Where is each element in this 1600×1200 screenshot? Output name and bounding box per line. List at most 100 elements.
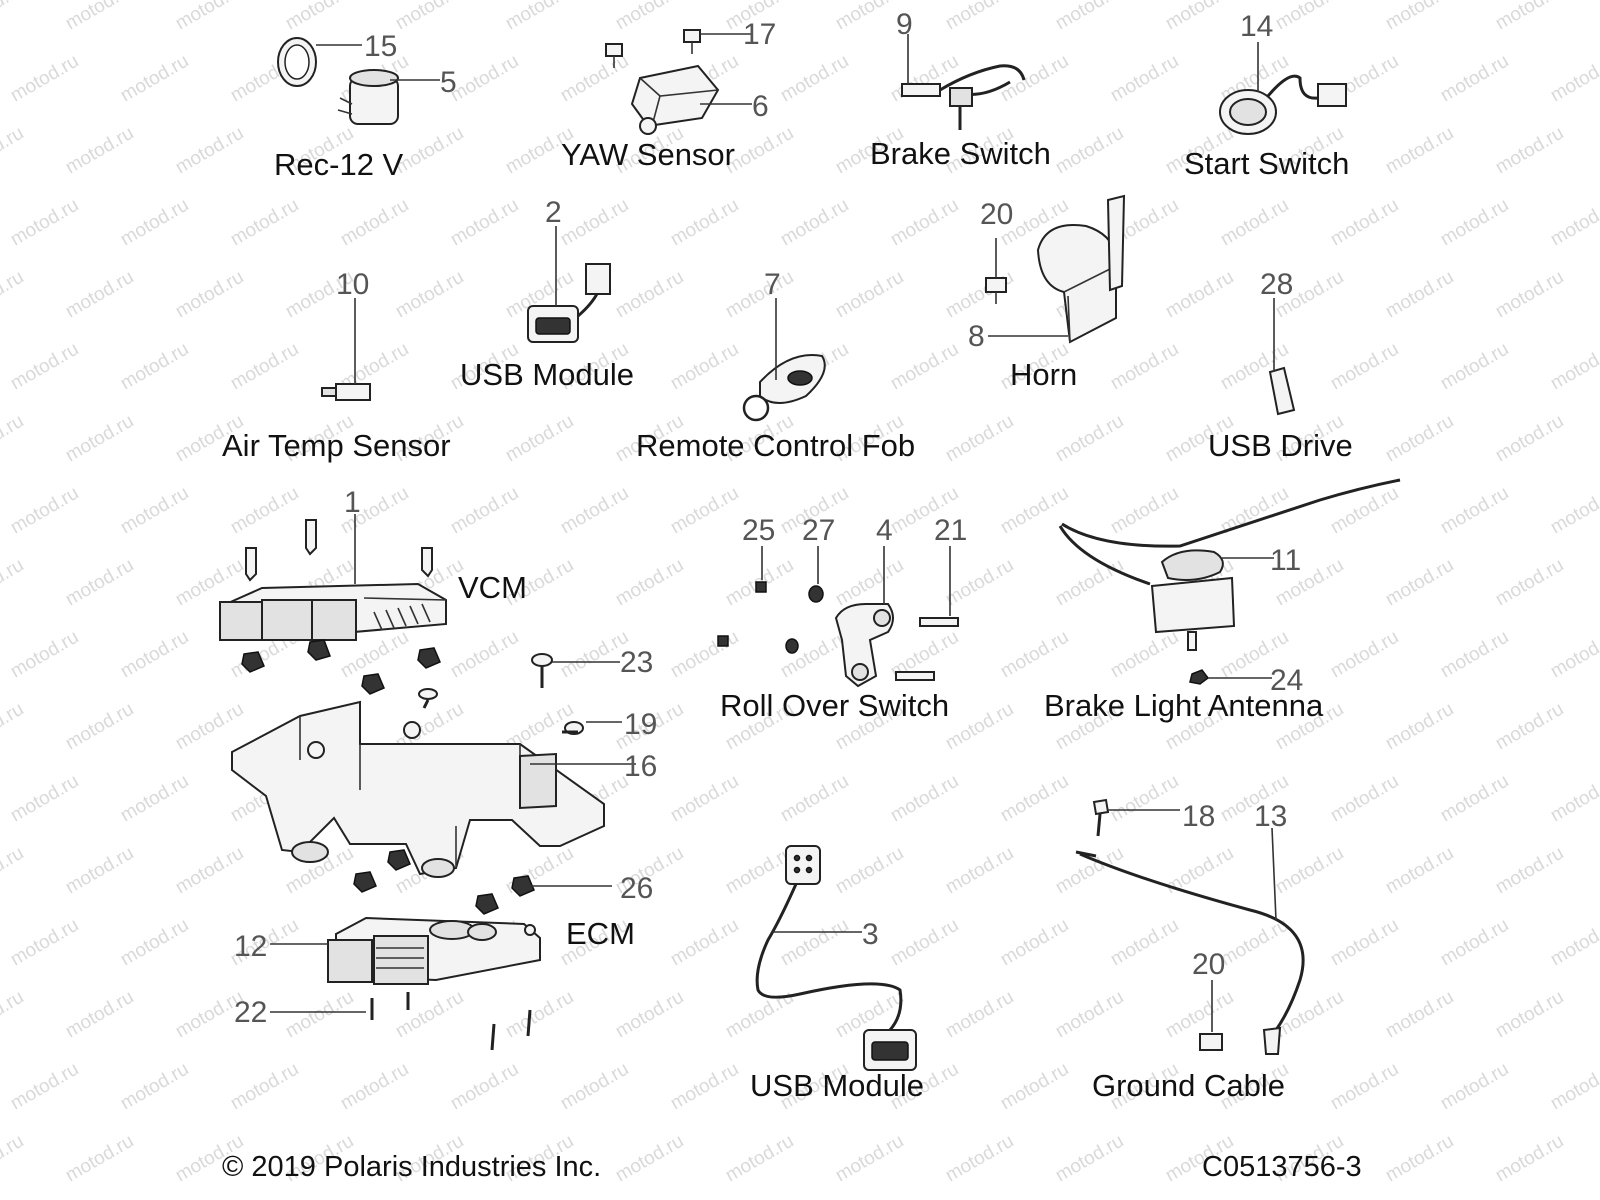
callout-6: 6 (752, 90, 769, 123)
usb-module-bottom-plug (785, 845, 821, 885)
watermark-text: motod.ru (447, 627, 522, 683)
callout-3: 3 (862, 918, 879, 951)
watermark-text: motod.ru (117, 771, 192, 827)
yaw-sensor-body (630, 64, 720, 128)
watermark-text: motod.ru (612, 0, 687, 34)
watermark-text: motod.ru (612, 987, 687, 1043)
watermark-text: motod.ru (502, 987, 577, 1043)
watermark-text: motod.ru (667, 1059, 742, 1115)
watermark-text: motod.ru (667, 771, 742, 827)
watermark-text: motod.ru (667, 195, 742, 251)
watermark-text: motod.ru (117, 915, 192, 971)
watermark-text: motod.ru (172, 123, 247, 179)
watermark-text: motod.ru (1052, 411, 1127, 467)
watermark-text: motod.ru (612, 555, 687, 611)
watermark-text: motod.ru (1492, 1131, 1567, 1187)
usb-module-bottom-cable (755, 883, 903, 1031)
callout-24: 24 (1270, 664, 1303, 697)
bolt-17b (683, 29, 701, 43)
watermark-text: motod.ru (722, 267, 797, 323)
ground-cable-part (1075, 798, 1305, 1055)
watermark-text: motod.ru (7, 483, 82, 539)
bolt-21b (895, 671, 935, 681)
watermark-text: motod.ru (0, 1131, 27, 1187)
watermark-text: motod.ru (7, 1059, 82, 1115)
watermark-text: motod.ru (942, 1131, 1017, 1187)
watermark-text: motod.ru (62, 987, 137, 1043)
watermark-text: motod.ru (1052, 987, 1127, 1043)
watermark-text: motod.ru (7, 195, 82, 251)
watermark-text: motod.ru (117, 51, 192, 107)
watermark-text: motod.ru (1437, 771, 1512, 827)
roll-over-switch-part (717, 546, 959, 688)
socket-top (349, 69, 399, 87)
watermark-text: motod.ru (1382, 555, 1457, 611)
ecm-part (270, 916, 541, 985)
watermark-text: motod.ru (7, 339, 82, 395)
watermark-text: motod.ru (1052, 555, 1127, 611)
watermark-text: motod.ru (227, 483, 302, 539)
watermark-text: motod.ru (447, 51, 522, 107)
callout-5: 5 (440, 66, 457, 99)
label-usb-module-top: USB Module (460, 357, 634, 392)
label-remote-control-fob: Remote Control Fob (636, 428, 915, 463)
usb-module-top-part (527, 226, 611, 343)
watermark-text: motod.ru (1327, 627, 1402, 683)
watermark-text: motod.ru (447, 483, 522, 539)
watermark-text: motod.ru (7, 51, 82, 107)
callout-9: 9 (896, 8, 913, 41)
watermark-text: motod.ru (62, 0, 137, 34)
brake-switch-body (949, 87, 973, 107)
watermark-text: motod.ru (1272, 843, 1347, 899)
watermark-text: motod.ru (392, 987, 467, 1043)
watermark-text: motod.ru (227, 195, 302, 251)
watermark-text: motod.ru (1547, 51, 1600, 107)
watermark-text: motod.ru (1382, 267, 1457, 323)
watermark-text: motod.ru (1382, 699, 1457, 755)
watermark-text: motod.ru (1547, 915, 1600, 971)
antenna-module (1150, 576, 1236, 634)
watermark-text: motod.ru (667, 483, 742, 539)
callout-18: 18 (1182, 800, 1215, 833)
watermark-text: motod.ru (62, 123, 137, 179)
washer-27 (808, 585, 824, 603)
start-switch-connector (1317, 83, 1347, 107)
seal-ring-inner (284, 44, 310, 80)
watermark-text: motod.ru (117, 339, 192, 395)
watermark-text: motod.ru (667, 915, 742, 971)
watermark-text: motod.ru (1107, 339, 1182, 395)
air-temp-sensor-body (335, 383, 371, 401)
watermark-text: motod.ru (1382, 987, 1457, 1043)
watermark-text: motod.ru (1547, 339, 1600, 395)
watermark-text: motod.ru (1547, 483, 1600, 539)
watermark-text: motod.ru (337, 1059, 412, 1115)
watermark-text: motod.ru (1547, 627, 1600, 683)
watermark-text: motod.ru (612, 267, 687, 323)
watermark-text: motod.ru (172, 843, 247, 899)
watermark-text: motod.ru (1492, 123, 1567, 179)
watermark-text: motod.ru (392, 123, 467, 179)
callout-4: 4 (876, 514, 893, 547)
watermark-text: motod.ru (557, 51, 632, 107)
horn-bracket (1106, 194, 1126, 292)
watermark-text: motod.ru (447, 1059, 522, 1115)
vcm-connector-2 (261, 599, 313, 641)
screws-19-23 (418, 653, 622, 735)
watermark-text: motod.ru (502, 0, 577, 34)
screws-22 (270, 992, 532, 1051)
bracket-16-body (231, 700, 605, 876)
watermark-text: motod.ru (117, 627, 192, 683)
watermark-text: motod.ru (0, 699, 27, 755)
watermark-text: motod.ru (1547, 771, 1600, 827)
nut-25 (755, 581, 767, 593)
watermark-text: motod.ru (7, 771, 82, 827)
watermark-text: motod.ru (1052, 0, 1127, 34)
watermark-text: motod.ru (1107, 51, 1182, 107)
watermark-text: motod.ru (1162, 843, 1237, 899)
label-vcm: VCM (458, 570, 527, 605)
fob-keyring (742, 394, 770, 422)
callout-21: 21 (934, 514, 967, 547)
watermark-text: motod.ru (942, 0, 1017, 34)
watermark-text: motod.ru (62, 267, 137, 323)
callout-26: 26 (620, 872, 653, 905)
